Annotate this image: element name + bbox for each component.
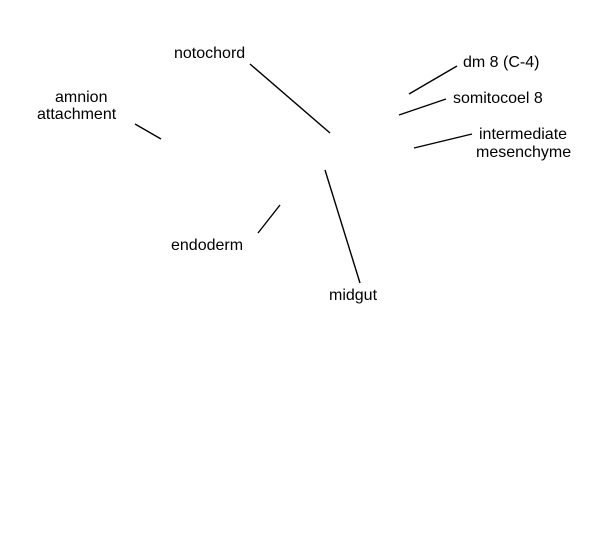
leader-amnion-attachment	[134, 123, 162, 140]
label-endoderm: endoderm	[171, 237, 243, 254]
label-intermediate-mesenchyme-line2: mesenchyme	[476, 144, 571, 161]
label-dm8: dm 8 (C-4)	[463, 54, 539, 71]
label-amnion-attachment-line1: amnion	[55, 89, 107, 106]
leader-endoderm	[257, 204, 281, 234]
label-intermediate-mesenchyme-line1: intermediate	[479, 126, 567, 143]
label-midgut: midgut	[329, 287, 378, 304]
leader-midgut	[324, 169, 361, 284]
leader-intermediate-mesenchyme	[413, 133, 473, 149]
label-amnion-attachment-line2: attachment	[37, 106, 117, 123]
label-somitocoel8: somitocoel 8	[453, 90, 543, 107]
label-notochord: notochord	[174, 45, 245, 62]
leader-somitocoel8	[398, 98, 447, 116]
leader-dm8	[408, 65, 458, 95]
leader-notochord	[249, 63, 331, 134]
